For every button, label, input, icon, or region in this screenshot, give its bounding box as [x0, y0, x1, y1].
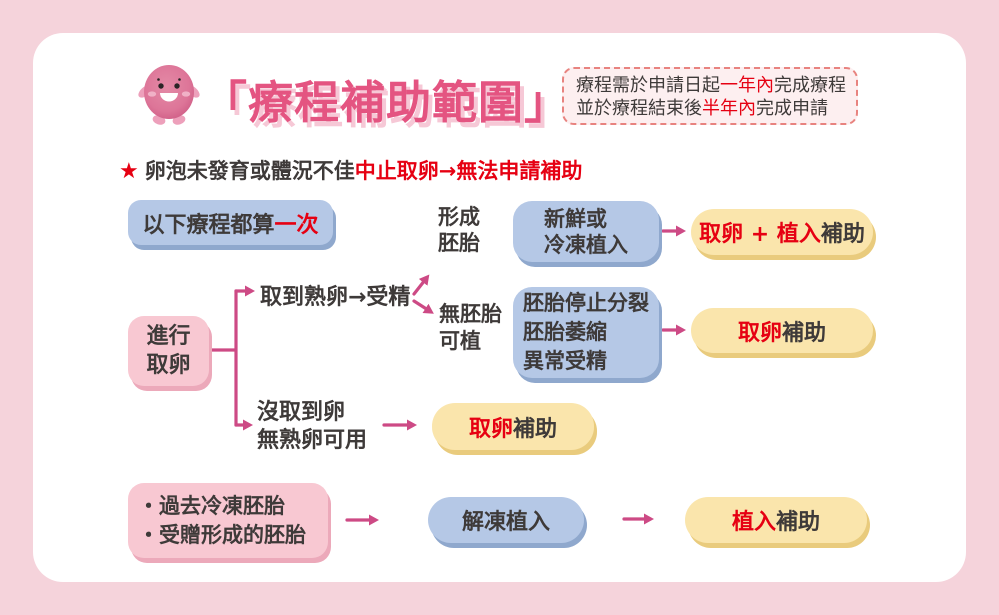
start-box-lines: 進行 取卵 [146, 324, 191, 378]
notice-line-1: 療程需於申請日起一年內完成療程 [576, 75, 846, 96]
box-embryo-failure: 胚胎停止分裂 胚胎萎縮 異常受精 [513, 287, 659, 378]
label-no-embryo: 無胚胎 可植 [439, 302, 502, 353]
warning-text-black: 卵泡未發育或體況不佳 [144, 159, 355, 183]
mascot-face [147, 78, 191, 102]
mascot-body [144, 65, 194, 119]
warning-line: ★卵泡未發育或體況不佳中止取卵→無法申請補助 [119, 155, 582, 185]
warning-text-red: 中止取卵→無法申請補助 [354, 159, 583, 183]
result-retrieval-right: 取卵補助 [691, 308, 873, 353]
box-fresh-frozen-transfer: 新鮮或 冷凍植入 [513, 201, 659, 262]
star-icon: ★ [119, 159, 139, 184]
branch-mature-egg-label: 取到熟卵→受精 [260, 285, 411, 310]
label-embryo-formed: 形成 胚胎 [438, 205, 480, 255]
branch-no-egg-label: 沒取到卵 無熟卵可用 [257, 400, 368, 453]
embryo-failure-lines: 胚胎停止分裂 胚胎萎縮 異常受精 [523, 291, 649, 373]
rule-text-black: 以下療程都算 [142, 212, 275, 238]
page-title: 「療程補助範圍」 [202, 76, 571, 129]
bottom-source-box: ・過去冷凍胚胎 ・受贈形成的胚胎 [128, 483, 328, 558]
bottom-source-lines: ・過去冷凍胚胎 ・受贈形成的胚胎 [138, 493, 306, 547]
result-transfer: 植入補助 [685, 497, 867, 543]
rule-box: 以下療程都算一次 [128, 200, 333, 245]
result-retrieval-plus-transfer: 取卵 + 植入補助 [691, 209, 873, 255]
box-thaw-transfer: 解凍植入 [428, 497, 584, 543]
egg-mascot-icon [138, 65, 200, 125]
notice-line-2: 並於療程結束後半年內完成申請 [576, 98, 828, 119]
start-box-egg-retrieval: 進行 取卵 [128, 316, 209, 386]
notice-box: 療程需於申請日起一年內完成療程 並於療程結束後半年內完成申請 [562, 67, 858, 125]
result-retrieval-mid: 取卵補助 [432, 403, 594, 450]
rule-text-red: 一次 [274, 212, 319, 238]
fresh-frozen-lines: 新鮮或 冷凍植入 [544, 206, 628, 257]
